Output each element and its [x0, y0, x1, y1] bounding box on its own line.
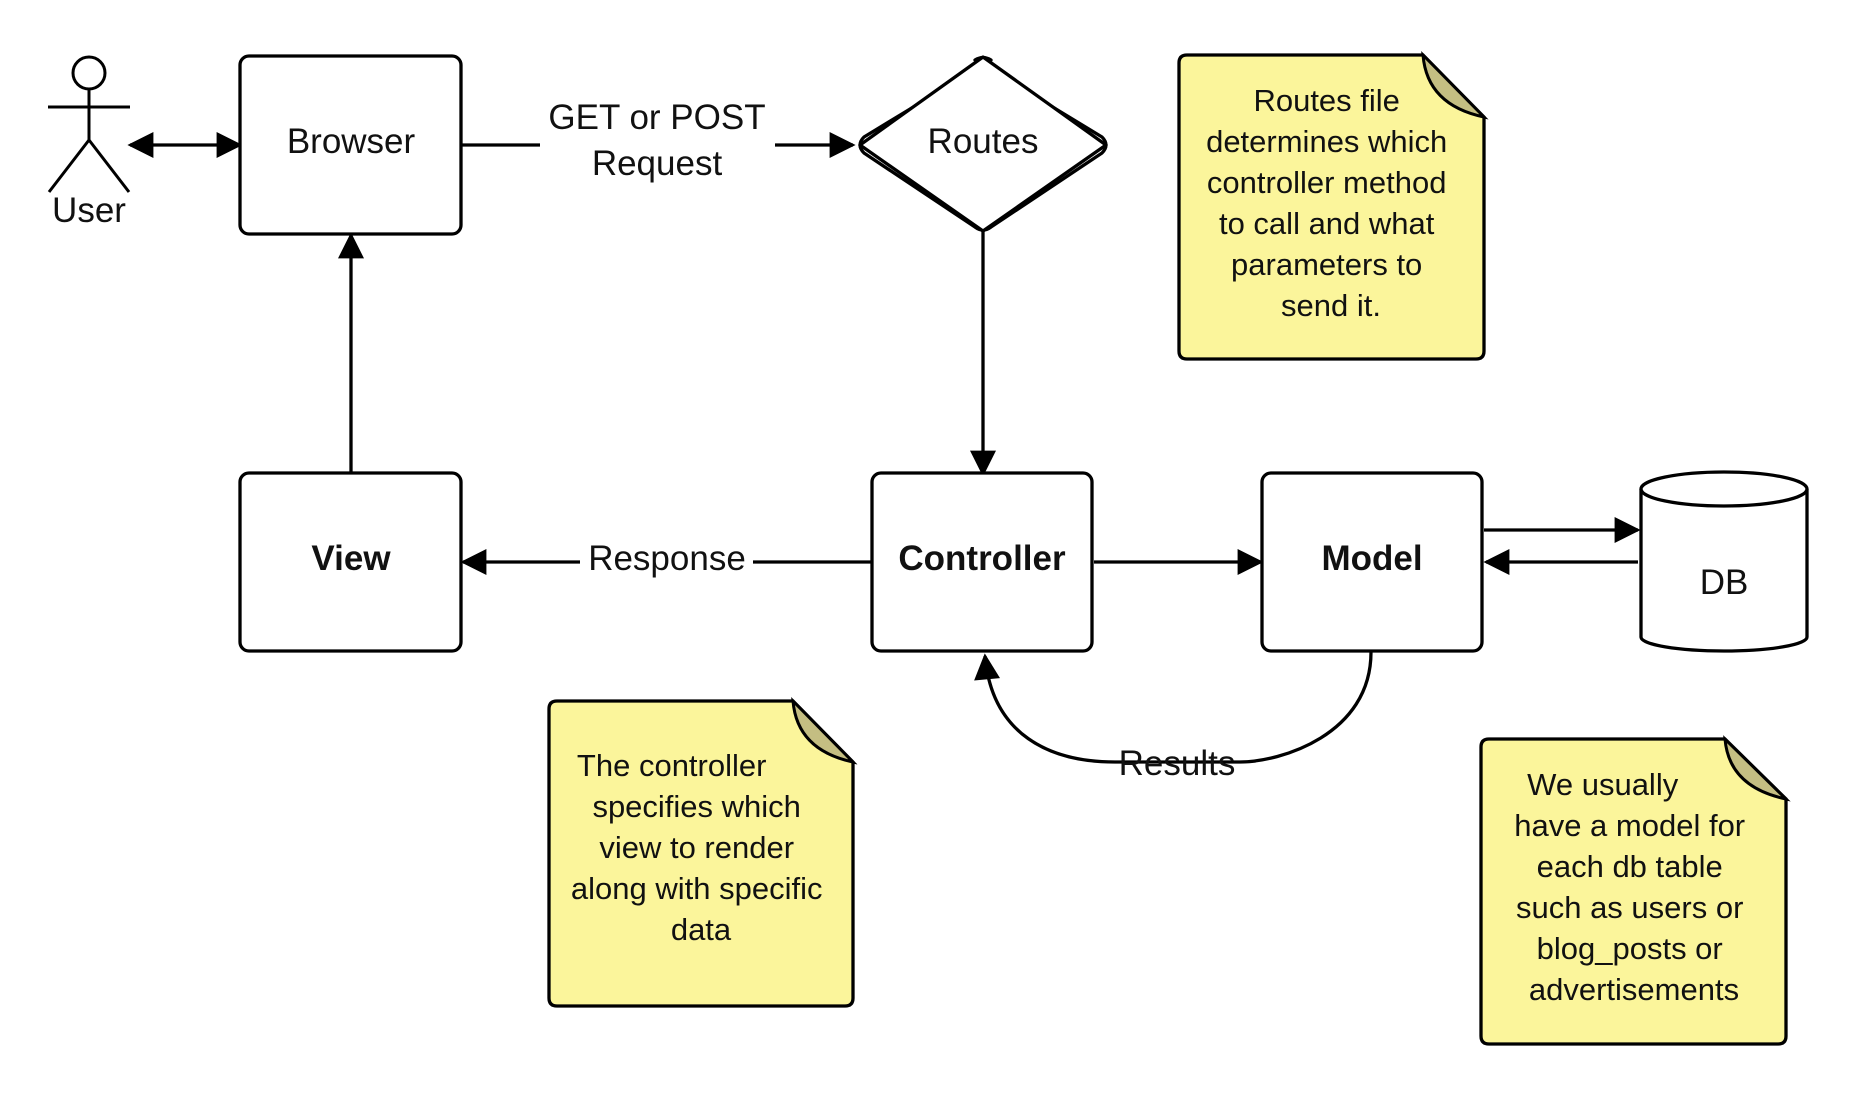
- browser-label: Browser: [287, 122, 416, 161]
- model-note-line: such as users or: [1516, 890, 1743, 925]
- model-note-line: each db table: [1537, 849, 1723, 884]
- routes-note-line: determines which: [1206, 124, 1447, 159]
- model-note-line: advertisements: [1529, 972, 1739, 1007]
- controller-note-line: specifies which: [592, 789, 800, 824]
- controller-note: The controller specifies which view to r…: [547, 696, 858, 1008]
- user-actor-icon: [47, 55, 131, 193]
- routes-note-line: send it.: [1281, 288, 1381, 323]
- view-node: View: [238, 471, 463, 653]
- request-label-line2: Request: [592, 144, 723, 183]
- model-note-line: blog_posts or: [1537, 931, 1723, 966]
- model-label: Model: [1321, 539, 1422, 578]
- controller-note-text: The controller specifies which view to r…: [571, 748, 831, 947]
- model-note-line: We usually: [1527, 767, 1679, 802]
- db-label: DB: [1700, 563, 1749, 602]
- routes-label: Routes: [928, 122, 1039, 161]
- model-note-text: We usually have a model for each db tabl…: [1514, 767, 1754, 1007]
- routes-note-line: to call and what: [1219, 206, 1435, 241]
- routes-note-line: controller method: [1207, 165, 1447, 200]
- request-label-line1: GET or POST: [548, 98, 765, 137]
- routes-note-text: Routes file determines which controller …: [1206, 83, 1456, 323]
- results-label: Results: [1119, 744, 1236, 783]
- model-note: We usually have a model for each db tabl…: [1479, 735, 1791, 1046]
- model-node: Model: [1260, 471, 1484, 653]
- routes-node: Routes: [858, 55, 1108, 233]
- results-edge: [974, 651, 1373, 764]
- controller-node: Controller: [870, 471, 1094, 653]
- db-cylinder: DB: [1639, 470, 1809, 653]
- controller-note-line: The controller: [577, 748, 767, 783]
- routes-note-line: parameters to: [1231, 247, 1422, 282]
- controller-note-line: along with specific: [571, 871, 823, 906]
- routes-note: Routes file determines which controller …: [1177, 51, 1489, 361]
- controller-label: Controller: [898, 539, 1066, 578]
- view-label: View: [311, 539, 391, 578]
- user-actor-label: User: [52, 191, 126, 230]
- response-label: Response: [588, 539, 746, 578]
- controller-note-line: data: [671, 912, 732, 947]
- controller-note-line: view to render: [599, 830, 794, 865]
- routes-note-line: Routes file: [1253, 83, 1399, 118]
- model-note-line: have a model for: [1514, 808, 1745, 843]
- browser-node: Browser: [238, 54, 463, 236]
